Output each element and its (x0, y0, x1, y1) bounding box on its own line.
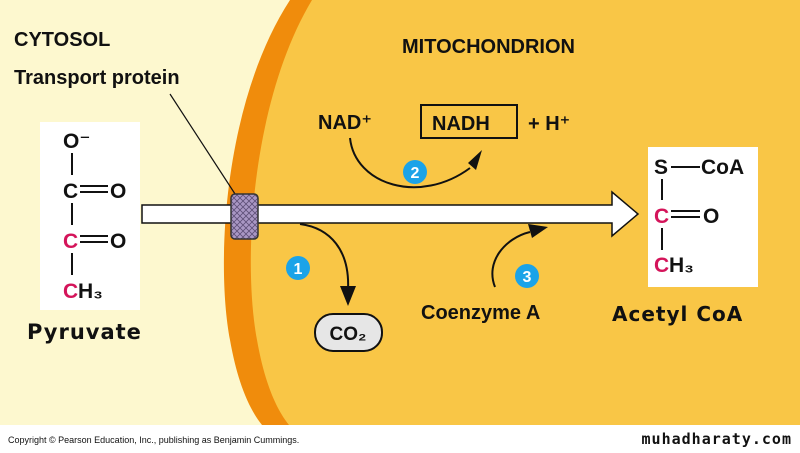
acetyl-coa-c-methyl: C (654, 254, 669, 277)
step2-arrowhead (468, 150, 482, 170)
cytosol-label: CYTOSOL (14, 29, 110, 51)
acetyl-coa-box (648, 147, 758, 287)
acetyl-coa-coa: CoA (701, 156, 744, 179)
main-arrow (141, 190, 640, 238)
pyruvate-box (40, 122, 140, 310)
step1-arrow (299, 223, 350, 291)
site-watermark: muhadharaty.com (641, 430, 792, 448)
step-2-badge (403, 160, 427, 184)
nad-label: NAD⁺ (318, 112, 372, 134)
pyruvate-c-carbonyl: C (63, 230, 78, 253)
acetyl-coa-h3: H₃ (669, 254, 694, 277)
step-1-number: 1 (294, 261, 303, 278)
nadh-label: NADH (432, 113, 490, 135)
step3-arrowhead (528, 224, 548, 238)
pyruvate-o-carboxyl: O (110, 180, 126, 203)
step1-arrowhead (340, 286, 356, 306)
acetyl-coa-label: Acetyl CoA (612, 302, 743, 326)
co2-label: CO₂ (330, 324, 367, 345)
pyruvate-c-carboxyl: C (63, 180, 78, 203)
coenzyme-a-label: Coenzyme A (421, 302, 540, 324)
copyright-footer: Copyright © Pearson Education, Inc., pub… (8, 435, 300, 445)
transport-protein-label: Transport protein (14, 67, 180, 89)
pyruvate-o-carbonyl: O (110, 230, 126, 253)
step-1-badge (286, 256, 310, 280)
step-3-number: 3 (523, 269, 532, 286)
nadh-box (420, 104, 518, 139)
step2-arrow (349, 137, 471, 189)
step-2-number: 2 (411, 165, 420, 182)
transport-protein (230, 193, 259, 240)
pyruvate-c-methyl: C (63, 280, 78, 303)
co2-bubble (314, 313, 383, 352)
pyruvate-o-minus: O⁻ (63, 130, 90, 153)
transport-protein-pointer (169, 93, 238, 198)
acetyl-coa-c-carbonyl: C (654, 205, 669, 228)
mitochondrion-label: MITOCHONDRION (402, 36, 575, 58)
acetyl-coa-s: S (654, 156, 668, 179)
step3-arrow (491, 231, 531, 288)
pyruvate-h3: H₃ (78, 280, 103, 303)
acetyl-coa-o: O (703, 205, 719, 228)
h-plus-label: + H⁺ (528, 113, 570, 135)
step-3-badge (515, 264, 539, 288)
pyruvate-label: Pyruvate (27, 320, 142, 344)
